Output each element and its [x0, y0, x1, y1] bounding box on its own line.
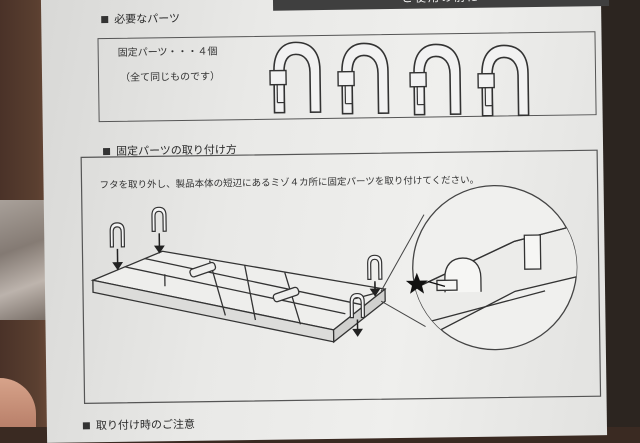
- section-caution-heading: 取り付け時のご注意: [83, 416, 195, 434]
- bullet-square-icon: [83, 422, 90, 429]
- clip-part-icon: [152, 207, 166, 231]
- bullet-square-icon: [103, 148, 110, 155]
- clip-part-icon: [478, 45, 529, 116]
- clip-part-icon: [270, 42, 321, 113]
- instruction-sheet: ご使用の前に 必要なパーツ 固定パーツ・・・４個 （全て同じものです）: [41, 0, 607, 443]
- clip-part-icon: [338, 43, 389, 114]
- clip-part-icon: [110, 223, 124, 247]
- detail-zoom-circle: [404, 184, 606, 351]
- clip-part-icon: [368, 255, 382, 279]
- clip-part-icon: [410, 44, 461, 115]
- section-title: 固定パーツの取り付け方: [116, 143, 237, 158]
- tray-illustration: [92, 248, 385, 345]
- plastic-bag: [0, 200, 48, 320]
- section-installation-heading: 固定パーツの取り付け方: [103, 141, 237, 159]
- illustrations: [41, 0, 607, 443]
- section-title: 取り付け時のご注意: [96, 418, 195, 432]
